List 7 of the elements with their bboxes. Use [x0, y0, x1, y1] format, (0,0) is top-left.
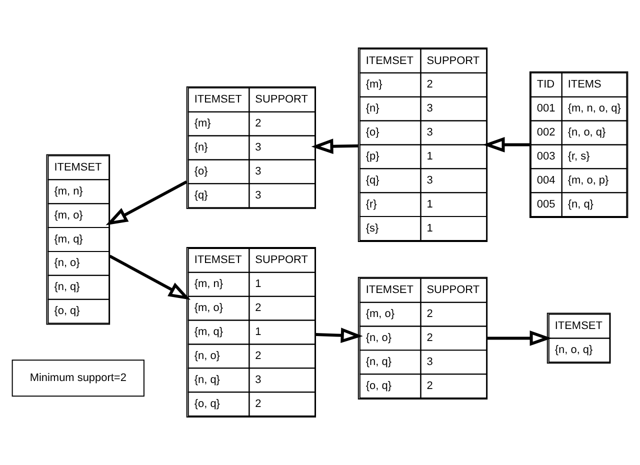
arrow — [311, 138, 358, 154]
arrow — [487, 330, 552, 346]
arrow — [109, 254, 191, 300]
arrow — [482, 137, 530, 152]
arrow — [316, 328, 363, 344]
arrow — [106, 180, 188, 226]
node-box: Minimum support=2 — [12, 360, 144, 397]
